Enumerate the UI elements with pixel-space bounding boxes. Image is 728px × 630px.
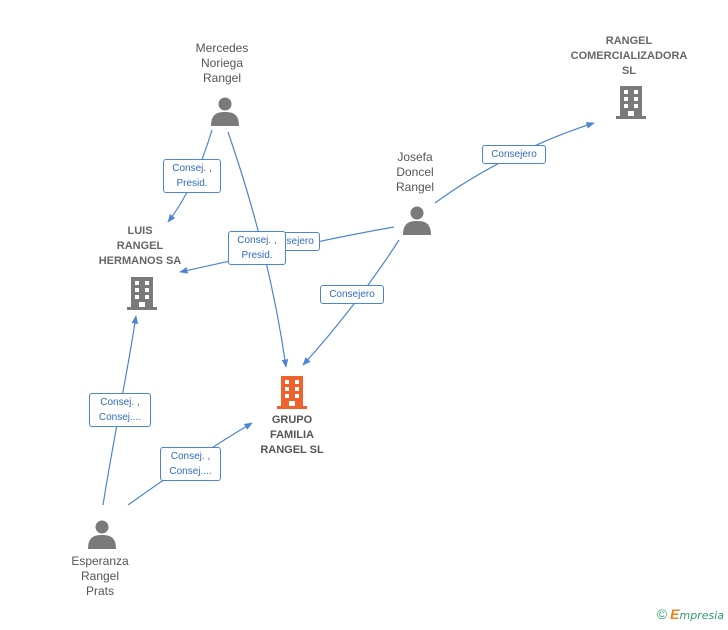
building-icon[interactable] [276,375,308,409]
edge-label-esperanza-grupo[interactable]: Consej. , Consej.... [160,447,221,481]
node-josefa-label[interactable]: Josefa Doncel Rangel [395,150,435,194]
building-icon[interactable] [615,85,647,119]
empresia-logo[interactable]: © Empresia [656,606,724,622]
person-icon[interactable] [210,96,240,126]
person-icon[interactable] [87,519,117,549]
edge-label-mercedes-grupo[interactable]: Consej. , Presid. [228,231,286,265]
node-grupo-label[interactable]: GRUPO FAMILIA RANGEL SL [260,414,324,456]
node-mercedes-label[interactable]: Mercedes Noriega Rangel [195,41,249,85]
node-luis-rangel-label[interactable]: LUIS RANGEL HERMANOS SA [98,225,182,267]
building-icon[interactable] [126,276,158,310]
edge-label-josefa-rangelcom[interactable]: Consejero [482,145,546,164]
node-rangel-comercializadora-label[interactable]: RANGEL COMERCIALIZADORA SL [570,35,688,77]
edge-josefa-grupo [302,239,400,366]
person-icon[interactable] [402,205,432,235]
copyright-icon: © [656,606,668,622]
edge-label-mercedes-luis[interactable]: Consej. , Presid. [163,159,221,193]
node-esperanza-label[interactable]: Esperanza Rangel Prats [71,554,129,598]
edge-label-esperanza-luis[interactable]: Consej. , Consej.... [89,393,151,427]
edge-label-josefa-grupo[interactable]: Consejero [320,285,384,304]
